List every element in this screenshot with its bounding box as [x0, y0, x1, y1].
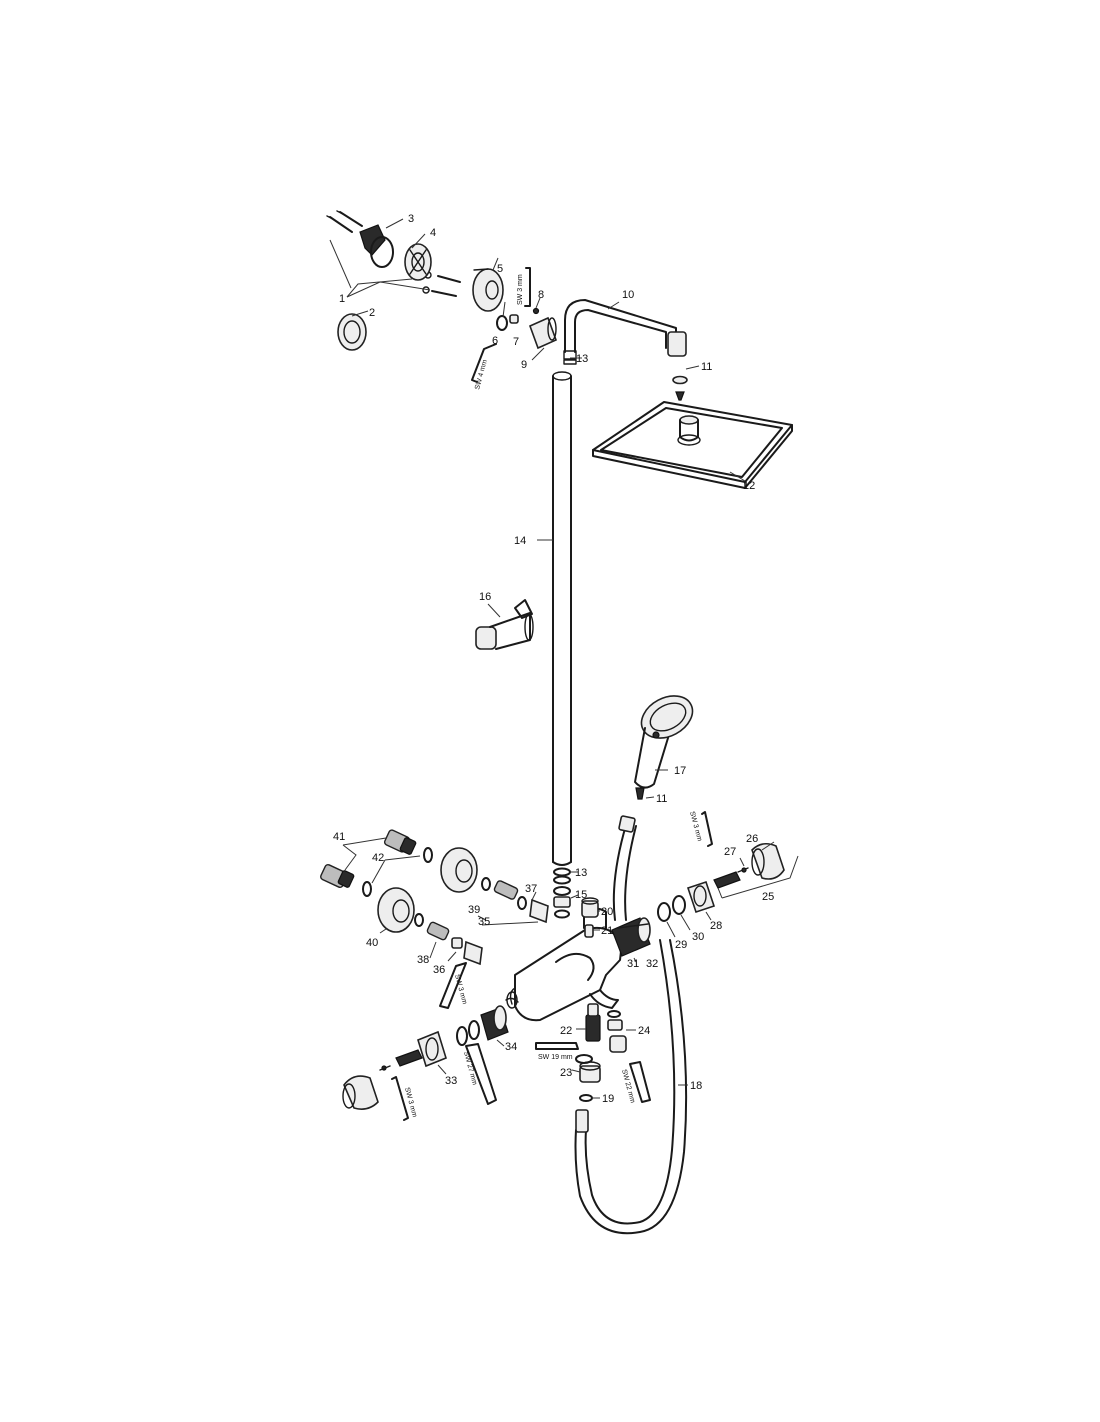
callout-41: 41 — [333, 831, 345, 843]
callout-1: 1 — [339, 293, 345, 305]
allen-key-sw3-top — [524, 267, 531, 307]
callout-6: 6 — [492, 335, 498, 347]
callout-7: 7 — [513, 336, 519, 348]
callout-21: 21 — [601, 925, 613, 937]
bracket-cover — [472, 268, 504, 312]
callout-34: 34 — [505, 1041, 517, 1053]
spanner-sw3-mid — [439, 962, 467, 1009]
callout-33: 33 — [445, 1075, 457, 1087]
callout-29: 29 — [675, 939, 687, 951]
callout-labels: 1 2 3 4 5 6 7 8 9 10 11 12 13 14 16 17 1… — [333, 213, 774, 1105]
cover-cap — [337, 313, 367, 351]
callout-42: 42 — [372, 852, 384, 864]
callout-35: 35 — [478, 916, 490, 928]
spanner-sw19 — [535, 1042, 579, 1050]
callout-23: 23 — [560, 1067, 572, 1079]
tool-label-sw4: SW 4 mm — [474, 359, 489, 391]
inlet-elbows-assembly — [320, 829, 549, 966]
allen-key-sw3-right — [701, 811, 713, 847]
shower-hose — [574, 815, 688, 1235]
riser-connector — [553, 867, 579, 919]
hand-shower-holder — [475, 599, 534, 650]
callout-14: 14 — [514, 535, 526, 547]
tool-label-sw19: SW 19 mm — [538, 1054, 573, 1061]
callout-32: 32 — [646, 958, 658, 970]
callout-36: 36 — [433, 964, 445, 976]
callout-13b: 13 — [575, 867, 587, 879]
callout-11a: 11 — [701, 361, 712, 373]
callout-26: 26 — [746, 833, 758, 845]
connector-sleeve — [528, 316, 558, 350]
callout-12: 12 — [743, 480, 755, 492]
allen-key-sw4 — [471, 343, 497, 383]
o-ring — [370, 236, 394, 268]
callout-28: 28 — [710, 920, 722, 932]
callout-20: 20 — [601, 906, 613, 918]
callout-37: 37 — [525, 883, 537, 895]
mounting-screws — [326, 210, 461, 297]
callout-38: 38 — [417, 954, 429, 966]
shower-arm — [563, 299, 687, 365]
tool-label-sw3-top: SW 3 mm — [517, 274, 524, 305]
spanner-sw22 — [629, 1061, 651, 1103]
thermostat-cartridge-left — [342, 962, 509, 1121]
callout-25: 25 — [762, 891, 774, 903]
callout-13a: 13 — [576, 353, 588, 365]
callout-22: 22 — [560, 1025, 572, 1037]
callout-15: 15 — [575, 889, 587, 901]
thermostat-body — [505, 897, 623, 1022]
callout-4: 4 — [430, 227, 436, 239]
spanner-sw27 — [465, 1043, 497, 1105]
callout-18: 18 — [690, 1080, 702, 1092]
callout-24: 24 — [638, 1025, 650, 1037]
callout-10: 10 — [622, 289, 634, 301]
allen-key-sw3-bottom — [391, 1076, 409, 1121]
set-screw — [509, 314, 519, 324]
rain-shower-head — [592, 365, 793, 489]
callout-2: 2 — [369, 307, 375, 319]
riser-pipe — [537, 371, 572, 866]
callout-17: 17 — [674, 765, 686, 777]
callout-39: 39 — [468, 904, 480, 916]
callout-19: 19 — [602, 1093, 614, 1105]
callout-8: 8 — [538, 289, 544, 301]
tool-label-sw3-right: SW 3 mm — [688, 811, 703, 843]
hand-shower — [634, 695, 694, 800]
wall-plate — [359, 224, 386, 256]
washer — [496, 315, 508, 331]
callout-3: 3 — [408, 213, 414, 225]
callout-9: 9 — [521, 359, 527, 371]
tool-label-sw3-bottom: SW 3 mm — [403, 1087, 418, 1119]
callout-27: 27 — [724, 846, 736, 858]
thermostat-cartridge-right — [611, 811, 799, 963]
bracket-flange — [404, 243, 432, 281]
callout-31: 31 — [627, 958, 639, 970]
callout-11b: 11 — [656, 793, 667, 805]
callout-16: 16 — [479, 591, 491, 603]
callout-40: 40 — [366, 937, 378, 949]
diverter-assembly — [535, 1003, 651, 1103]
callout-5: 5 — [497, 263, 503, 275]
grub-pin — [532, 307, 540, 315]
callout-30: 30 — [692, 931, 704, 943]
wall-bracket-assembly — [326, 210, 558, 383]
